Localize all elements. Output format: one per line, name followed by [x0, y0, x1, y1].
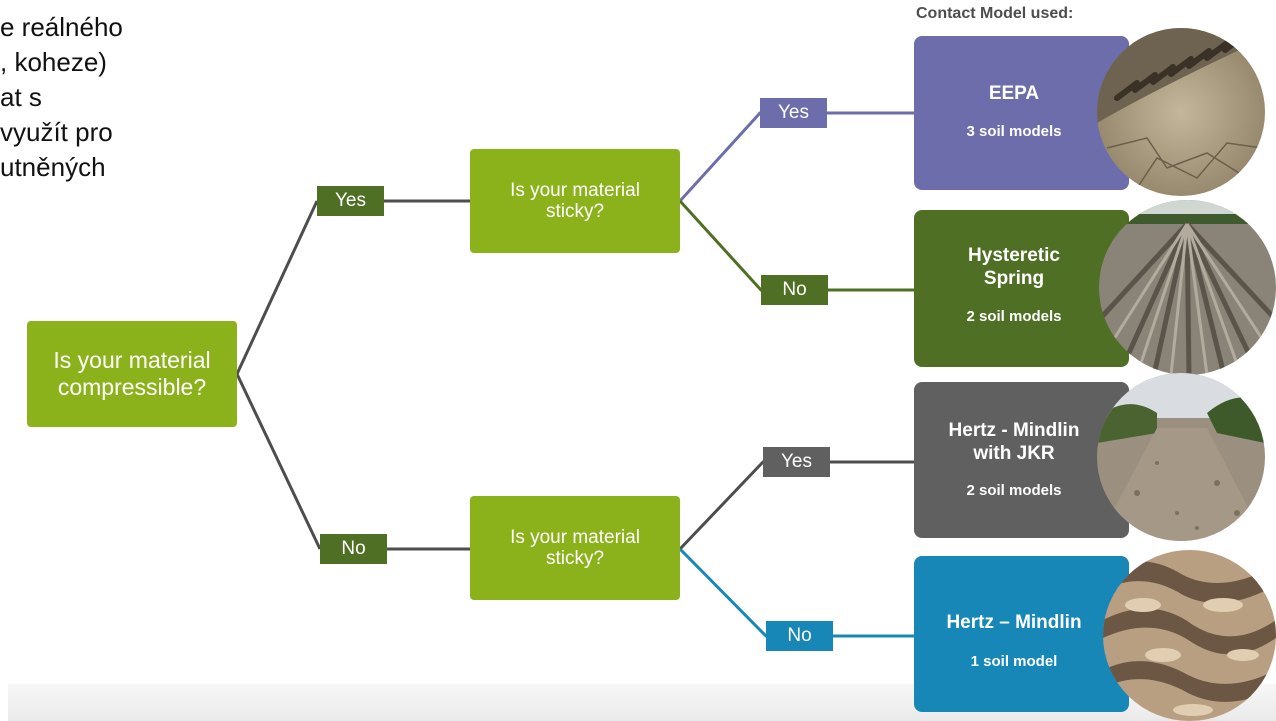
- sand-ripples-photo: [1103, 550, 1276, 721]
- model-name: Hysteretic Spring: [968, 245, 1060, 289]
- model-hysteretic-spring: Hysteretic Spring 2 soil models: [914, 210, 1129, 367]
- question-sticky-no-branch: Is your material sticky?: [470, 496, 680, 600]
- label-top-no: No: [761, 275, 828, 305]
- connector-root-yes: [235, 200, 319, 375]
- side-text-line: utněných: [0, 152, 106, 182]
- model-count: 3 soil models: [966, 123, 1062, 140]
- label-bottom-no: No: [766, 621, 833, 651]
- model-hertz-mindlin-jkr: Hertz - Mindlin with JKR 2 soil models: [914, 382, 1129, 538]
- question-compressible: Is your material compressible?: [27, 321, 237, 427]
- model-count: 2 soil models: [966, 482, 1062, 499]
- contact-model-title: Contact Model used:: [916, 5, 1074, 22]
- side-text-line: , koheze): [0, 47, 107, 77]
- model-count: 2 soil models: [966, 308, 1062, 325]
- plowed-field-photo: [1099, 200, 1276, 375]
- model-eepa: EEPA 3 soil models: [914, 36, 1129, 190]
- model-name: Hertz - Mindlin with JKR: [948, 420, 1080, 464]
- model-count: 1 soil model: [970, 653, 1058, 670]
- label-top-yes: Yes: [760, 98, 827, 128]
- dirt-road-photo: [1097, 373, 1265, 541]
- model-name: EEPA: [988, 83, 1040, 104]
- label-root-yes: Yes: [317, 186, 384, 216]
- tire-tread-soil-photo: [1097, 28, 1265, 196]
- side-text-line: at s: [0, 82, 42, 112]
- label-bottom-yes: Yes: [763, 447, 830, 477]
- model-hertz-mindlin: Hertz – Mindlin 1 soil model: [914, 556, 1129, 712]
- connector-root-no: [235, 373, 322, 550]
- side-text-line: e reálného: [0, 12, 123, 42]
- model-name: Hertz – Mindlin: [946, 612, 1082, 633]
- side-text-line: využít pro: [0, 117, 113, 147]
- left-edge: [0, 684, 8, 721]
- label-root-no: No: [320, 534, 387, 564]
- czech-side-text: e reálného , koheze) at s využít pro utn…: [0, 10, 200, 185]
- question-sticky-yes-branch: Is your material sticky?: [470, 149, 680, 253]
